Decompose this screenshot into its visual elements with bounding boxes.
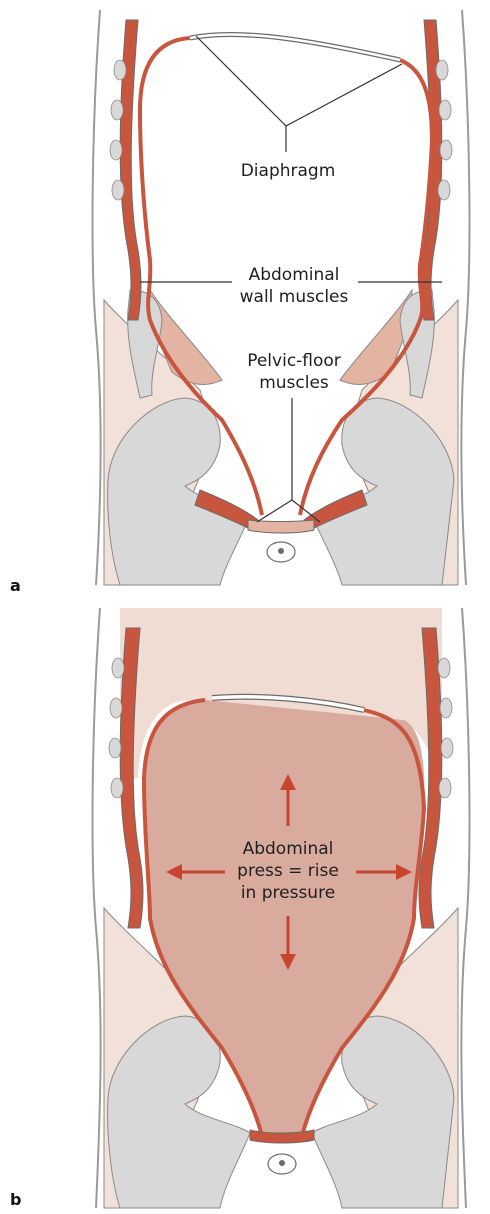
left-flank-outline-b	[93, 608, 101, 1208]
pelvic-outlet-center	[278, 548, 284, 554]
diaphragm-label: Diaphragm	[226, 160, 350, 182]
right-flank-outline-b	[461, 608, 469, 1208]
pelvic-outlet-center-b	[279, 1160, 285, 1166]
panel-b-illustration	[0, 608, 490, 1214]
panel-b: Abdominal press = rise in pressure b	[0, 608, 490, 1214]
left-flank-outline	[93, 10, 101, 585]
central-tendon	[190, 34, 400, 60]
abdominal-press-label: Abdominal press = rise in pressure	[226, 838, 350, 904]
abdominal-wall-muscles-label: Abdominal wall muscles	[230, 264, 358, 308]
pelvic-floor-leader-lines	[257, 398, 320, 522]
panel-a-letter: a	[10, 576, 21, 595]
pelvic-floor-muscles-label: Pelvic-floor muscles	[232, 350, 356, 394]
panel-b-letter: b	[10, 1190, 21, 1209]
right-flank-outline	[461, 10, 469, 585]
panel-a: Diaphragm Abdominal wall muscles Pelvic-…	[0, 0, 490, 590]
